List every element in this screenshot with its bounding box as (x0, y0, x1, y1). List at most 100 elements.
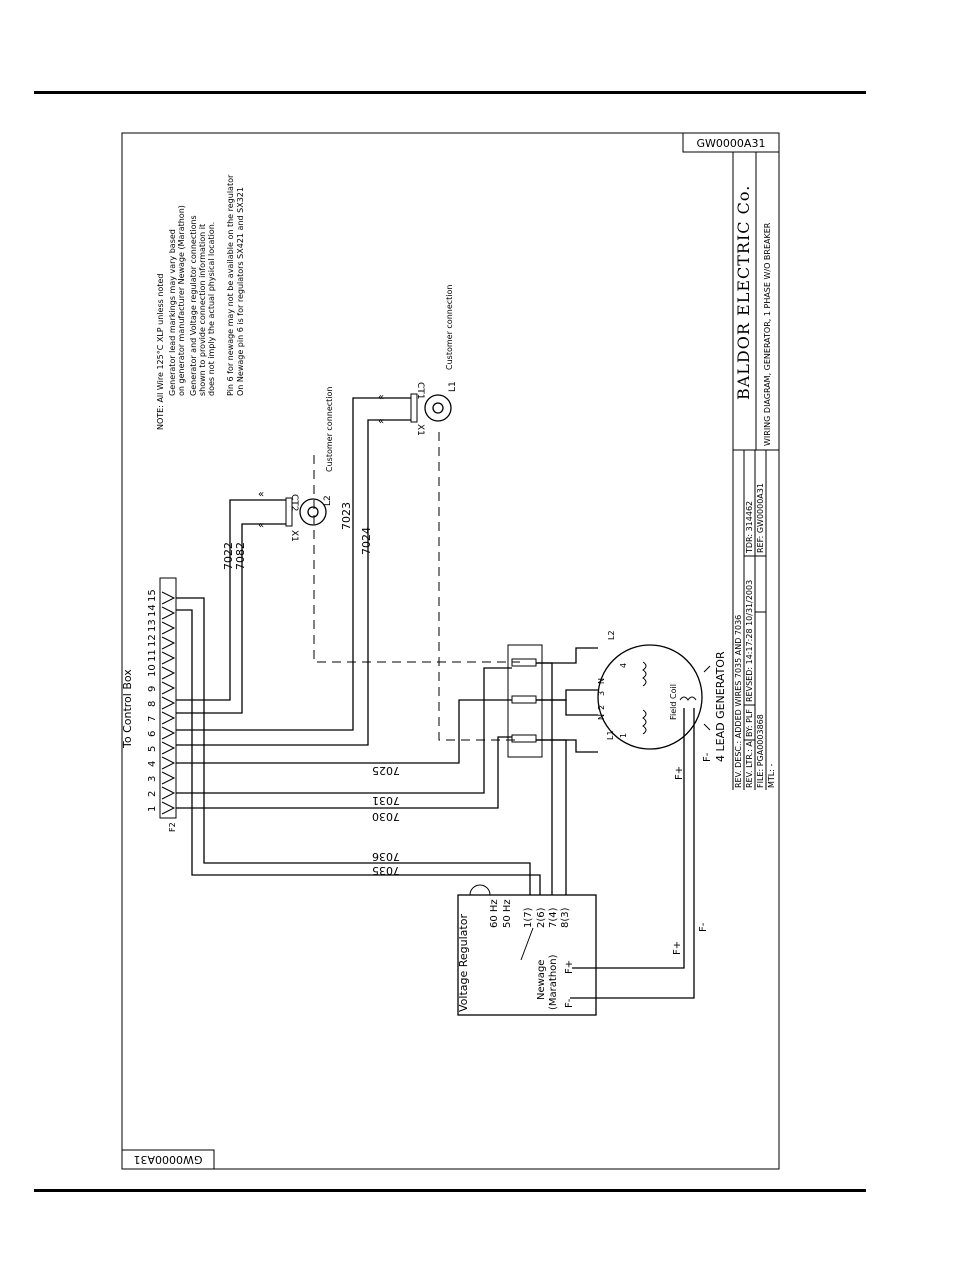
regulator-jumper (469, 884, 491, 896)
field-coil-winding (679, 696, 697, 701)
terminal-pin-marker (161, 591, 176, 605)
ct1-customer-connection: Customer connection (445, 285, 454, 370)
wire-7031-label: 7031 (372, 794, 400, 807)
regulator-box (457, 894, 597, 1016)
ct1-lead: L1 (448, 381, 458, 392)
regulator-marathon: (Marathon) (548, 954, 559, 1010)
note-line-2: Generator lead markings may vary based (168, 229, 177, 396)
note-line-1: NOTE: All Wire 125°C XLP unless noted (156, 274, 165, 430)
wire-7023-label: 7023 (340, 502, 353, 530)
gen-terminal-3: 3 (597, 691, 606, 696)
drawing-number-box-bottom (121, 1149, 215, 1170)
ct1-core (432, 402, 444, 414)
terminal-pin-marker (161, 606, 176, 620)
company-name: BALDOR ELECTRIC Co. (734, 185, 753, 400)
note-line-7: Pin 6 for newage may not be available on… (226, 174, 235, 396)
top-rule (34, 91, 866, 94)
control-box-label: To Control Box (121, 669, 134, 749)
terminal-pin-label: 2 (147, 791, 158, 797)
terminal-pin-label: 3 (147, 776, 158, 782)
note-line-3: on generator manufacturer Newage (Marath… (177, 205, 186, 396)
terminal-pin-label: 10 (147, 664, 158, 677)
terminal-pin-label: 11 (147, 649, 158, 662)
field-coil-label: Field Coil (669, 684, 678, 720)
regulator-50hz: 50 Hz (502, 899, 513, 928)
rev-desc: REV. DESC.: ADDED WIRES 7035 AND 7036 (734, 615, 743, 788)
generator-wires: 7025 7031 7030 7036 7035 (176, 597, 598, 895)
gen-lead-l2: L2 (607, 630, 616, 640)
ct1-x1: X1 (415, 424, 425, 436)
terminal-pin-marker (161, 636, 176, 650)
drawing-number-top: GW0000A31 (697, 137, 766, 150)
drawing-title: WIRING DIAGRAM, GENERATOR, 1 PHASE W/O B… (763, 222, 772, 446)
regulator-terminal-7: 7(4) (548, 907, 559, 928)
ct1: CT1 X1 L1 Customer connection (410, 285, 458, 436)
gen-neutral-1: N (597, 678, 606, 684)
generator-housing (597, 644, 703, 750)
ct1-ring (424, 394, 452, 422)
bottom-rule (34, 1189, 866, 1192)
field-wires: F+ F- (570, 708, 709, 999)
terminal-pin-label: 14 (147, 604, 158, 617)
title-block: BALDOR ELECTRIC Co. WIRING DIAGRAM, GENE… (732, 152, 779, 790)
terminal-pin-label: 8 (147, 701, 158, 707)
terminal-pin-marker (161, 741, 176, 755)
terminal-block-label: F2 (168, 822, 177, 832)
gen-field-minus: F- (702, 752, 713, 762)
ct2: CT2 X1 L2 Customer connection (285, 387, 334, 542)
terminal-pin-marker (161, 726, 176, 740)
voltage-regulator: Voltage Regulator 60 Hz 50 Hz 1(7) 2(6) … (457, 884, 597, 1016)
terminal-pin-label: 1 (147, 806, 158, 812)
ct2-terminal (285, 497, 293, 527)
regulator-title: Voltage Regulator (457, 914, 470, 1012)
wire-7035-label: 7035 (372, 864, 400, 877)
note-line-6: does not imply the actual physical locat… (207, 222, 216, 396)
gen-lead-l1: L1 (606, 730, 615, 740)
gen-terminal-4: 4 (619, 663, 628, 668)
terminal-pin-marker (161, 771, 176, 785)
terminal-pin-marker (161, 696, 176, 710)
wire-f-plus-label: F+ (672, 941, 683, 955)
terminal-pin-marker (161, 651, 176, 665)
wire-7024-label: 7024 (360, 527, 373, 555)
drawing-number-bottom: GW0000A31 (134, 1153, 203, 1166)
regulator-terminal-8: 8(3) (560, 907, 571, 928)
regulator-60hz: 60 Hz (489, 899, 500, 928)
rev-ltr: REV. LTR.: A (745, 741, 754, 788)
terminal-pin-marker (161, 666, 176, 680)
generator-title: 4 LEAD GENERATOR (714, 651, 727, 762)
ct2-core (307, 506, 319, 518)
terminal-pin-label: 5 (147, 746, 158, 752)
winding-b (642, 709, 647, 735)
terminal-pin-label: 15 (147, 589, 158, 602)
regulator-f-plus: F+ (564, 960, 575, 974)
ct-wires: « « « « 7022 7082 7023 7024 (176, 392, 411, 746)
customer-dashed-leads (313, 432, 520, 741)
generator-mount (703, 665, 711, 731)
regulator-f-minus: F- (564, 998, 575, 1008)
gen-neutral-2: N (597, 714, 606, 720)
regulator-terminal-1: 1(7) (523, 907, 534, 928)
newage-leader (520, 927, 534, 961)
terminal-pin-marker (161, 786, 176, 800)
wire-7022-label: 7022 (222, 542, 235, 570)
wire-f-minus-label: F- (698, 922, 709, 932)
rev-date: REVSED: 14:17:28 10/31/2003 (745, 580, 754, 702)
rev-by: BY: PLF (745, 709, 754, 737)
regulator-newage: Newage (536, 960, 547, 1000)
terminal-pin-label: 6 (147, 731, 158, 737)
note-line-5: shown to provide connection information … (198, 224, 207, 396)
tdr-number: TDR: 314462 (745, 501, 754, 554)
ct2-x1: X1 (289, 530, 299, 542)
ct2-arrow-1: « (258, 489, 264, 500)
wire-7025-label: 7025 (372, 764, 400, 777)
ct2-ring (299, 498, 327, 526)
terminal-pin-label: 4 (147, 761, 158, 767)
regulator-terminal-2: 2(6) (536, 907, 547, 928)
wire-7030-label: 7030 (372, 810, 400, 823)
ct1-name: CT1 (415, 382, 425, 400)
ct2-customer-connection: Customer connection (325, 387, 334, 472)
terminal-pin-label: 9 (147, 686, 158, 692)
